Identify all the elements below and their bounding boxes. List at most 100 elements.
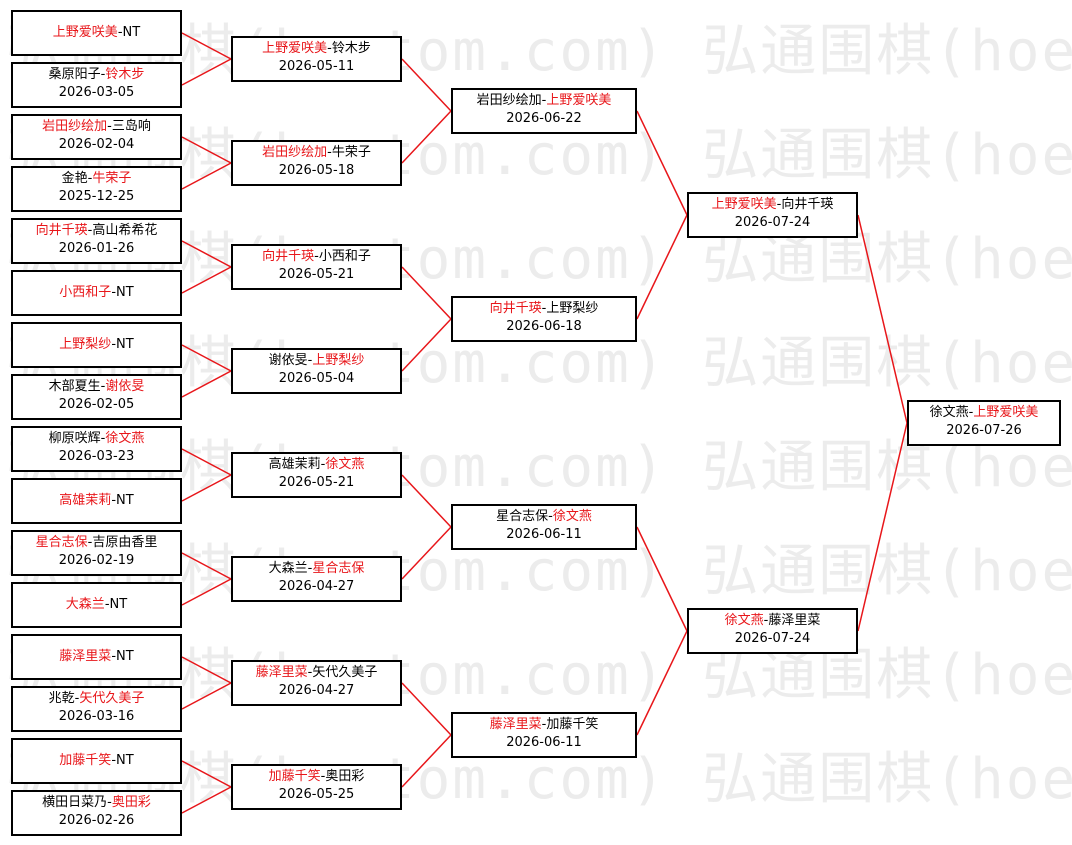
match-date: 2026-01-26 — [58, 241, 135, 256]
bracket-connector — [401, 526, 452, 580]
separator: - — [541, 301, 547, 316]
player-name: 奥田彩 — [111, 795, 151, 810]
player-name: 上野梨纱 — [546, 301, 599, 316]
player-name: 徐文燕 — [325, 457, 365, 472]
player-name: 上野梨纱 — [312, 353, 365, 368]
separator: - — [968, 405, 974, 420]
separator: - — [320, 769, 326, 784]
player-name: 加藤千笑 — [268, 769, 321, 784]
separator: - — [541, 93, 547, 108]
bracket-connector — [181, 136, 232, 164]
bracket-connector — [181, 162, 232, 190]
separator: - — [100, 67, 106, 82]
match-players: 大森兰-NT — [13, 596, 180, 614]
separator: - — [117, 25, 123, 40]
separator: - — [111, 337, 117, 352]
separator: - — [74, 691, 80, 706]
match-box: 加藤千笑-NT — [11, 738, 182, 784]
match-date: 2026-04-27 — [278, 579, 355, 594]
match-players: 横田日菜乃-奥田彩 — [13, 794, 180, 812]
match-players: 柳原咲辉-徐文燕 — [13, 430, 180, 448]
separator: - — [314, 249, 319, 264]
match-date: 2026-05-25 — [278, 787, 355, 802]
match-date: 2026-05-21 — [278, 475, 355, 490]
match-date: 2026-03-05 — [58, 85, 135, 100]
player-name: 徐文燕 — [552, 509, 592, 524]
match-players: 藤泽里菜-加藤千笑 — [453, 716, 635, 734]
separator: - — [104, 597, 110, 612]
separator: - — [763, 613, 769, 628]
separator: - — [100, 379, 106, 394]
match-date: 2026-07-24 — [734, 215, 811, 230]
separator: - — [111, 753, 117, 768]
match-players: 高雄茉莉-NT — [13, 492, 180, 510]
player-name: 向井千瑛 — [262, 249, 315, 264]
bracket-connector — [181, 344, 232, 372]
player-name: 三岛响 — [111, 119, 151, 134]
player-name: 上野爱咲美 — [546, 93, 612, 108]
match-box: 高雄茉莉-NT — [11, 478, 182, 524]
player-name: 横田日菜乃 — [42, 795, 108, 810]
separator: - — [307, 665, 313, 680]
match-players: 徐文燕-上野爱咲美 — [909, 404, 1059, 422]
match-players: 藤泽里菜-矢代久美子 — [233, 664, 400, 682]
match-date: 2026-02-05 — [58, 397, 135, 412]
match-players: 上野爱咲美-NT — [13, 24, 180, 42]
bracket-connector — [401, 474, 452, 528]
player-name: 加藤千笑 — [59, 753, 112, 768]
player-name: 大森兰 — [65, 597, 105, 612]
match-players: 大森兰-星合志保 — [233, 560, 400, 578]
player-name: 谢依旻 — [105, 379, 145, 394]
player-name: 上野梨纱 — [59, 337, 112, 352]
player-name: 藤泽里菜 — [59, 649, 112, 664]
player-name: NT — [116, 285, 134, 300]
player-name: 高雄茉莉 — [59, 493, 112, 508]
player-name: 桑原阳子 — [48, 67, 101, 82]
match-players: 金艳-牛荣子 — [13, 170, 180, 188]
player-name: 谢依旻 — [268, 353, 308, 368]
match-players: 谢依旻-上野梨纱 — [233, 352, 400, 370]
bracket-connector — [401, 266, 452, 320]
player-name: 藤泽里菜 — [255, 665, 308, 680]
player-name: 牛荣子 — [92, 171, 132, 186]
match-players: 星合志保-吉原由香里 — [13, 534, 180, 552]
bracket-connector — [181, 240, 232, 268]
match-players: 加藤千笑-NT — [13, 752, 180, 770]
player-name: 高山希希花 — [92, 223, 158, 238]
match-players: 星合志保-徐文燕 — [453, 508, 635, 526]
player-name: 星合志保 — [35, 535, 88, 550]
player-name: 加藤千笑 — [546, 717, 599, 732]
match-date: 2025-12-25 — [58, 189, 135, 204]
bracket-connector — [401, 734, 452, 788]
player-name: 高雄茉莉 — [268, 457, 321, 472]
separator: - — [327, 41, 332, 56]
player-name: 矢代久美子 — [79, 691, 145, 706]
match-players: 岩田纱绘加-牛荣子 — [233, 144, 400, 162]
match-players: 上野爱咲美-铃木步 — [233, 40, 400, 58]
match-date: 2026-06-22 — [506, 111, 582, 126]
bracket-connector — [181, 474, 232, 502]
separator: - — [541, 717, 547, 732]
player-name: 岩田纱绘加 — [42, 119, 108, 134]
player-name: 铃木步 — [331, 41, 371, 56]
player-name: NT — [116, 753, 134, 768]
bracket-connector — [857, 422, 908, 632]
match-date: 2026-05-11 — [278, 59, 355, 74]
player-name: 上野爱咲美 — [262, 41, 328, 56]
bracket-connector — [401, 110, 452, 164]
bracket-connector — [181, 32, 232, 60]
match-date: 2026-04-27 — [278, 683, 355, 698]
match-date: 2026-02-04 — [58, 137, 135, 152]
